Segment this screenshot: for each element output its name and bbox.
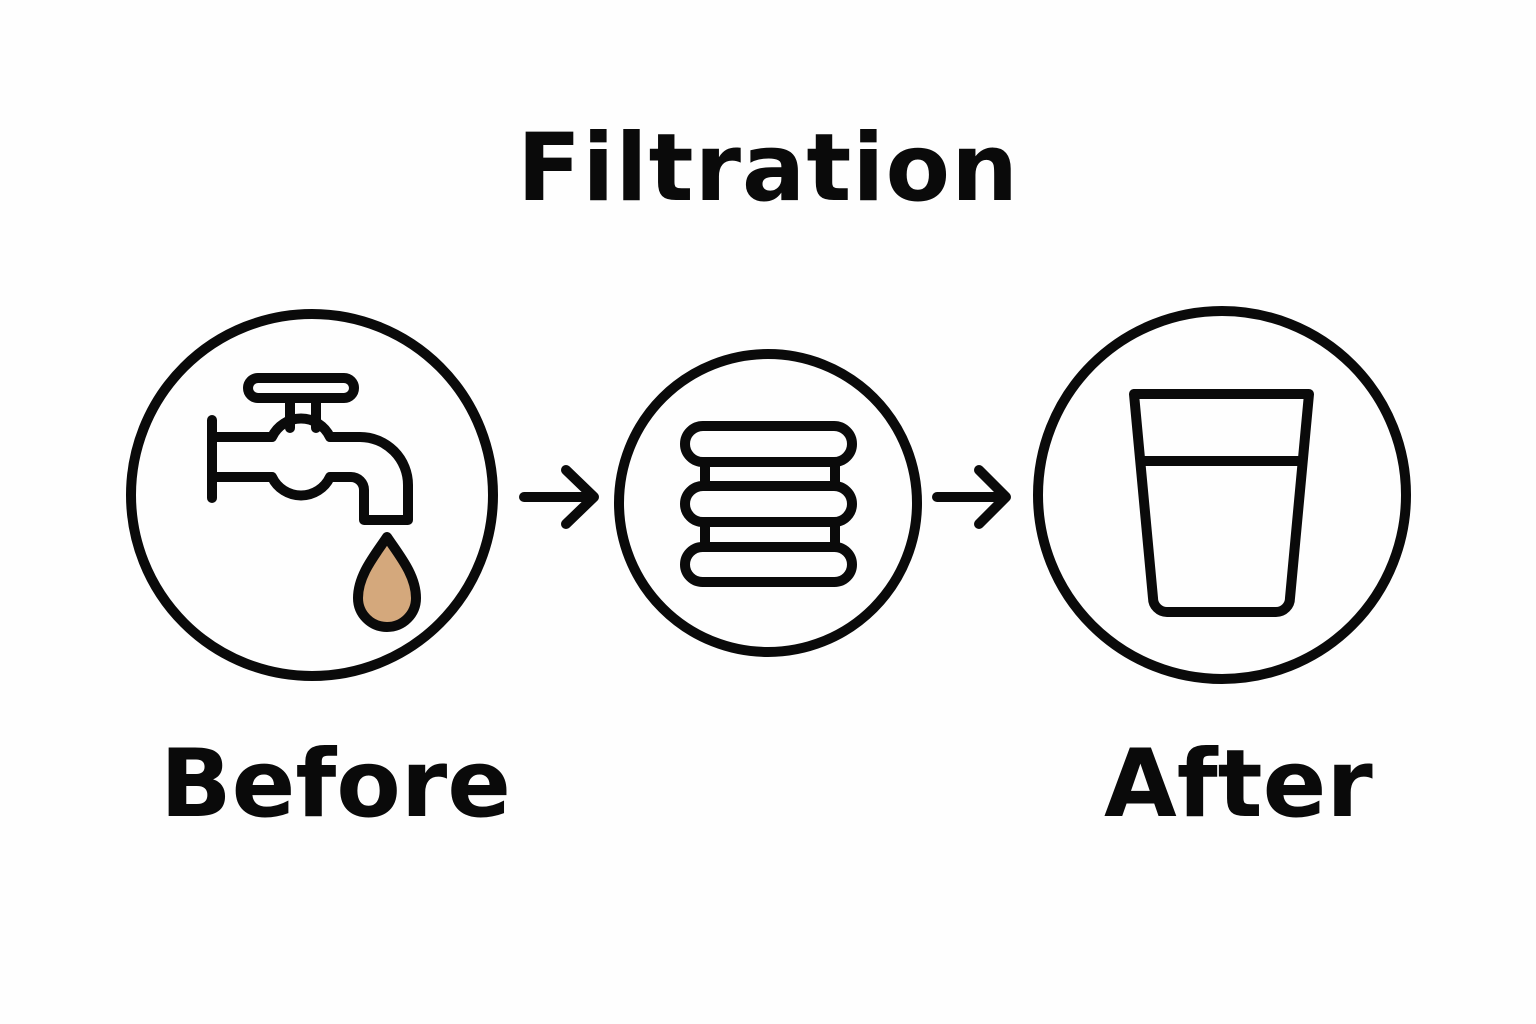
faucet-icon — [207, 373, 413, 525]
filter-step — [614, 349, 922, 657]
filter-layers-icon — [680, 421, 857, 587]
dirty-water-drop-icon — [353, 532, 421, 632]
filter-circle — [614, 349, 922, 657]
after-circle — [1033, 306, 1411, 684]
after-label: After — [1104, 730, 1373, 839]
arrow-icon — [932, 465, 1011, 529]
arrow-icon — [519, 465, 599, 529]
before-circle — [126, 309, 498, 681]
diagram-title: Filtration — [516, 114, 1020, 223]
before-label: Before — [160, 730, 511, 839]
before-step — [126, 309, 498, 681]
after-step — [1033, 306, 1411, 684]
glass-icon — [1129, 389, 1314, 617]
